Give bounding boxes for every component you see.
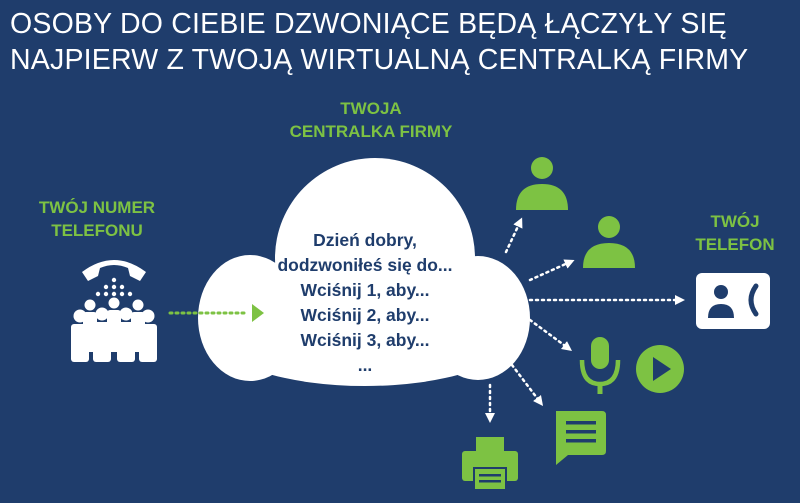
title-line-1: OSOBY DO CIEBIE DZWONIĄCE BĘDĄ ŁĄCZYŁY S… bbox=[10, 8, 727, 40]
phone-label-line-1: TWÓJ bbox=[710, 212, 760, 231]
central-label-line-1: TWOJA bbox=[340, 99, 402, 118]
central-label: TWOJA CENTRALKA FIRMY bbox=[250, 97, 492, 143]
arrow-to-message bbox=[510, 363, 544, 406]
arrow-to-voicemail bbox=[528, 318, 573, 351]
number-label-line-2: TELEFONU bbox=[51, 221, 143, 240]
arrow-to-user-2 bbox=[528, 259, 575, 282]
cloud-line-option-3: Wciśnij 3, aby... bbox=[300, 330, 430, 350]
page-title: OSOBY DO CIEBIE DZWONIĄCE BĘDĄ ŁĄCZYŁY S… bbox=[10, 6, 795, 78]
arrow-to-user-1 bbox=[504, 217, 523, 254]
cloud-line-ellipsis: ... bbox=[357, 355, 373, 375]
phone-label-line-2: TELEFON bbox=[695, 235, 775, 254]
message-icon bbox=[556, 411, 606, 465]
cloud-message: Dzień dobry, dodzwoniłeś się do... Wciśn… bbox=[240, 228, 490, 378]
cloud-line-option-1: Wciśnij 1, aby... bbox=[300, 280, 430, 300]
title-line-2: NAJPIERW Z TWOJĄ WIRTUALNĄ CENTRALKĄ FIR… bbox=[10, 44, 749, 76]
user-icon-1 bbox=[516, 157, 568, 210]
routing-arrows bbox=[485, 217, 685, 423]
central-label-line-2: CENTRALKA FIRMY bbox=[289, 122, 453, 141]
user-icon-2 bbox=[583, 216, 635, 268]
cloud-line-option-2: Wciśnij 2, aby... bbox=[300, 305, 430, 325]
cloud-line-company: dodzwoniłeś się do... bbox=[277, 255, 453, 275]
fax-icon bbox=[462, 437, 518, 491]
number-label-line-1: TWÓJ NUMER bbox=[38, 198, 156, 217]
cloud-line-greeting: Dzień dobry, bbox=[313, 230, 417, 250]
play-icon bbox=[636, 345, 684, 393]
phone-label: TWÓJ TELEFON bbox=[680, 210, 790, 256]
caller-group-icon bbox=[71, 260, 157, 362]
number-label: TWÓJ NUMER TELEFONU bbox=[12, 196, 182, 242]
cloud-shape bbox=[198, 158, 530, 386]
incoming-call-arrow bbox=[168, 304, 264, 322]
contact-phone-icon bbox=[696, 273, 770, 329]
microphone-icon bbox=[579, 337, 621, 394]
